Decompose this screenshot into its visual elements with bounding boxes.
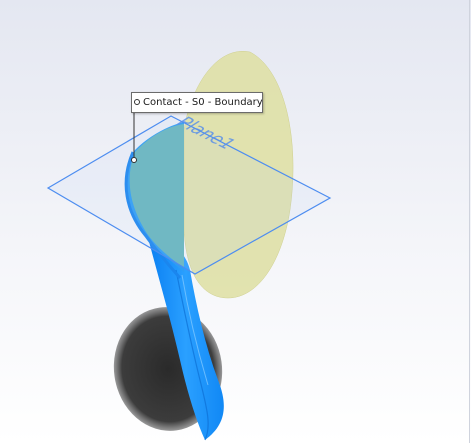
connector-point-icon[interactable] [131, 157, 137, 163]
contact-callout[interactable]: Contact - S0 - Boundary [131, 92, 263, 113]
swept-surface-highlight [181, 274, 209, 386]
callout-label: Contact - S0 - Boundary [143, 97, 263, 108]
swept-surface-edge [175, 269, 209, 441]
surface-left-edge [124, 151, 182, 279]
reference-plane[interactable] [46, 115, 332, 275]
circle-point-icon [134, 99, 140, 105]
contact-overlap-region[interactable] [129, 124, 184, 268]
swept-surface-lower[interactable] [148, 238, 224, 440]
